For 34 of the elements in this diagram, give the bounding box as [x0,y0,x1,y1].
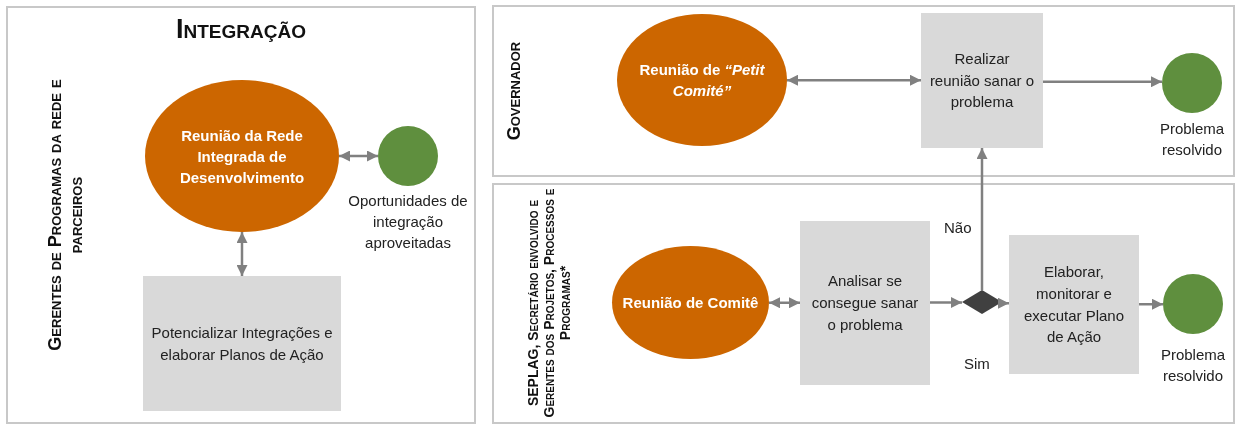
node-text: Reunião da Rede Integrada de Desenvolvimento [178,125,306,188]
arrow [998,297,1009,309]
arrow [339,150,378,162]
arrow [976,148,988,290]
swimlane-panel [6,6,476,424]
result-caption: Problema resolvido [1159,345,1227,386]
node-text: Reunião de “Petit Comité” [638,60,766,101]
arrow [769,297,800,309]
lane-label: Governador [502,40,525,143]
result-circle [1162,53,1222,113]
arrow [1139,298,1163,310]
arrow [787,74,921,86]
node-text: Elaborar, monitorar e executar Plano de Ação [1022,262,1126,348]
process-box [1009,235,1139,374]
arrow [236,232,248,276]
node-text: Reunião de Comitê [621,293,760,313]
node-text: Analisar se consegue sanar o problema [810,271,920,335]
arrow [1043,76,1162,88]
result-circle [1163,274,1223,334]
lane-label: SEPLAG, Secretário envolvido e Gerentes dos Projetos, Processos e Programas* [523,187,575,419]
panel-title: Integração [175,14,307,45]
node-text: Potencializar Integrações e elaborar Planos de Ação [150,322,334,365]
arrow [930,297,962,308]
process-box [800,221,930,385]
result-caption: Problema resolvido [1158,119,1226,160]
edge-label: Não [944,219,972,236]
swimlane-panel [492,5,1235,177]
result-caption: Oportunidades de integração aproveitadas [348,191,468,253]
node-text: Realizar reunião sanar o problema [928,48,1036,113]
process-box [143,276,341,411]
process-box [921,13,1043,148]
lane-label: Gerentes de Programas da rede e parceiros [44,78,87,353]
swimlane-panel [492,183,1235,424]
result-circle [378,126,438,186]
